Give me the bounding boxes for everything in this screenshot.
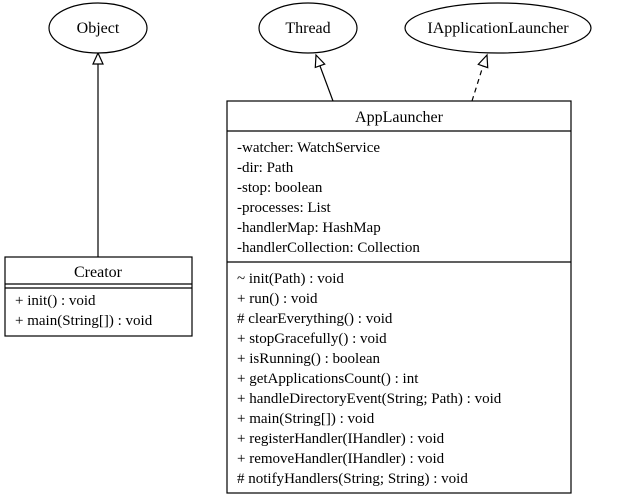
class-box-creator-title: Creator <box>74 264 123 281</box>
edge-applauncher-thread-line <box>319 65 334 102</box>
generalization-arrowhead <box>92 51 104 65</box>
class-box-creator-operations: + init() : void + main(String[]) : void <box>15 293 153 329</box>
class-attribute: -handlerMap: HashMap <box>237 220 381 236</box>
class-operation: + isRunning() : boolean <box>237 351 381 367</box>
class-node-object-label: Object <box>77 20 120 37</box>
edge-applauncher-iapp-line <box>471 65 484 102</box>
generalization-arrowhead <box>314 53 326 69</box>
edge-creator-object <box>92 51 104 257</box>
class-operation: + handleDirectoryEvent(String; Path) : v… <box>237 391 502 407</box>
class-operation: # notifyHandlers(String; String) : void <box>237 471 468 487</box>
class-node-thread-shape <box>258 2 358 54</box>
class-box-applauncher-operations: ~ init(Path) : void + run() : void # clear… <box>237 271 502 487</box>
class-attribute: -watcher: WatchService <box>237 140 380 156</box>
class-operation: # clearEverything() : void <box>237 311 393 327</box>
edge-applauncher-thread <box>314 53 334 102</box>
class-box-applauncher-title: AppLauncher <box>355 109 444 126</box>
class-box-applauncher: AppLauncher -watcher: WatchService -dir: … <box>226 100 572 494</box>
realization-arrowhead <box>477 53 489 69</box>
interface-node-iapplicationlauncher-shape <box>404 2 592 54</box>
class-node-object: Object <box>48 2 148 54</box>
interface-node-iapplicationlauncher: IApplicationLauncher <box>404 2 592 54</box>
class-attribute: -processes: List <box>237 200 332 216</box>
class-attribute: -stop: boolean <box>237 180 323 196</box>
class-operation: + stopGracefully() : void <box>237 331 387 347</box>
class-node-object-shape <box>48 2 148 54</box>
class-box-creator-frame <box>4 256 193 337</box>
class-attribute: -dir: Path <box>237 160 294 176</box>
class-box-creator: Creator + init() : void + main(String[]) … <box>4 256 193 337</box>
class-operation: + run() : void <box>237 291 318 307</box>
class-operation: + getApplicationsCount() : int <box>237 371 419 387</box>
class-box-applauncher-attributes: -watcher: WatchService -dir: Path -stop: b… <box>237 140 420 256</box>
class-operation: + main(String[]) : void <box>15 313 153 329</box>
class-node-thread-label: Thread <box>285 20 330 37</box>
class-node-thread: Thread <box>258 2 358 54</box>
class-operation: + registerHandler(IHandler) : void <box>237 431 445 447</box>
class-operation: ~ init(Path) : void <box>237 271 344 287</box>
edge-applauncher-iapplicationlauncher <box>471 53 489 102</box>
class-box-applauncher-frame <box>226 100 572 494</box>
class-operation: + removeHandler(IHandler) : void <box>237 451 445 467</box>
class-operation: + main(String[]) : void <box>237 411 375 427</box>
class-attribute: -handlerCollection: Collection <box>237 240 420 256</box>
class-operation: + init() : void <box>15 293 96 309</box>
interface-node-iapplicationlauncher-label: IApplicationLauncher <box>427 20 569 37</box>
